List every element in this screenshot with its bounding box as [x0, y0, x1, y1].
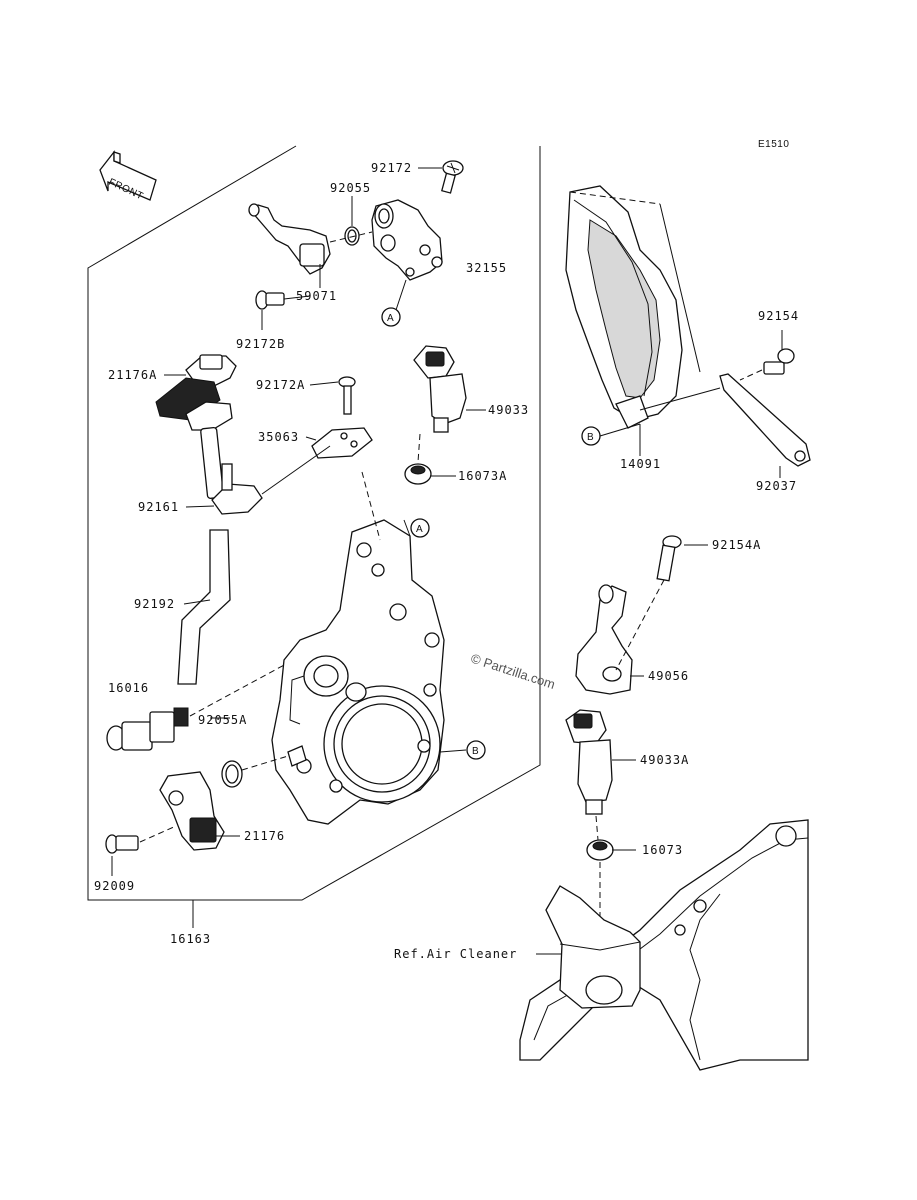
- part-label-16163[interactable]: 16163: [170, 932, 211, 946]
- idle-air-valve-group: [248, 160, 464, 330]
- diagram-code: E1510: [758, 139, 789, 150]
- map-sensor-group: [155, 354, 373, 685]
- part-label-92055A[interactable]: 92055A: [198, 713, 247, 727]
- svg-text:A: A: [387, 313, 394, 324]
- callout-a2: A: [410, 518, 430, 538]
- callout-b2: B: [581, 426, 601, 446]
- injector-upper-group: [404, 345, 486, 485]
- air-cleaner-ref: [519, 819, 809, 1071]
- throttle-sensor-group: [105, 663, 289, 876]
- svg-text:B: B: [472, 746, 479, 757]
- part-label-21176[interactable]: 21176: [244, 829, 285, 843]
- part-label-92037[interactable]: 92037: [756, 479, 797, 493]
- callout-b1: B: [466, 740, 486, 760]
- part-label-92154A[interactable]: 92154A: [712, 538, 761, 552]
- part-label-92172B[interactable]: 92172B: [236, 337, 285, 351]
- part-label-92172[interactable]: 92172: [371, 161, 412, 175]
- callout-a1: A: [381, 307, 401, 327]
- part-label-92161[interactable]: 92161: [138, 500, 179, 514]
- throttle-body: [271, 471, 467, 825]
- part-label-21176A[interactable]: 21176A: [108, 368, 157, 382]
- cover-group: [565, 185, 811, 478]
- injector-lower-group: [565, 535, 708, 930]
- part-label-92192[interactable]: 92192: [134, 597, 175, 611]
- part-label-92172A[interactable]: 92172A: [256, 378, 305, 392]
- part-label-92055[interactable]: 92055: [330, 181, 371, 195]
- part-label-14091[interactable]: 14091: [620, 457, 661, 471]
- part-label-92154[interactable]: 92154: [758, 309, 799, 323]
- part-label-92009[interactable]: 92009: [94, 879, 135, 893]
- svg-text:A: A: [416, 524, 423, 535]
- part-label-35063[interactable]: 35063: [258, 430, 299, 444]
- part-label-32155[interactable]: 32155: [466, 261, 507, 275]
- front-arrow-icon: FRONT: [99, 150, 157, 202]
- part-label-49033[interactable]: 49033: [488, 403, 529, 417]
- ref-air-cleaner-label: Ref.Air Cleaner: [394, 947, 517, 961]
- part-label-16016[interactable]: 16016: [108, 681, 149, 695]
- part-label-16073[interactable]: 16073: [642, 843, 683, 857]
- svg-text:B: B: [587, 432, 594, 443]
- part-label-59071[interactable]: 59071: [296, 289, 337, 303]
- part-label-49056[interactable]: 49056: [648, 669, 689, 683]
- watermark: © Partzilla.com: [469, 651, 557, 692]
- part-label-16073A[interactable]: 16073A: [458, 469, 507, 483]
- part-label-49033A[interactable]: 49033A: [640, 753, 689, 767]
